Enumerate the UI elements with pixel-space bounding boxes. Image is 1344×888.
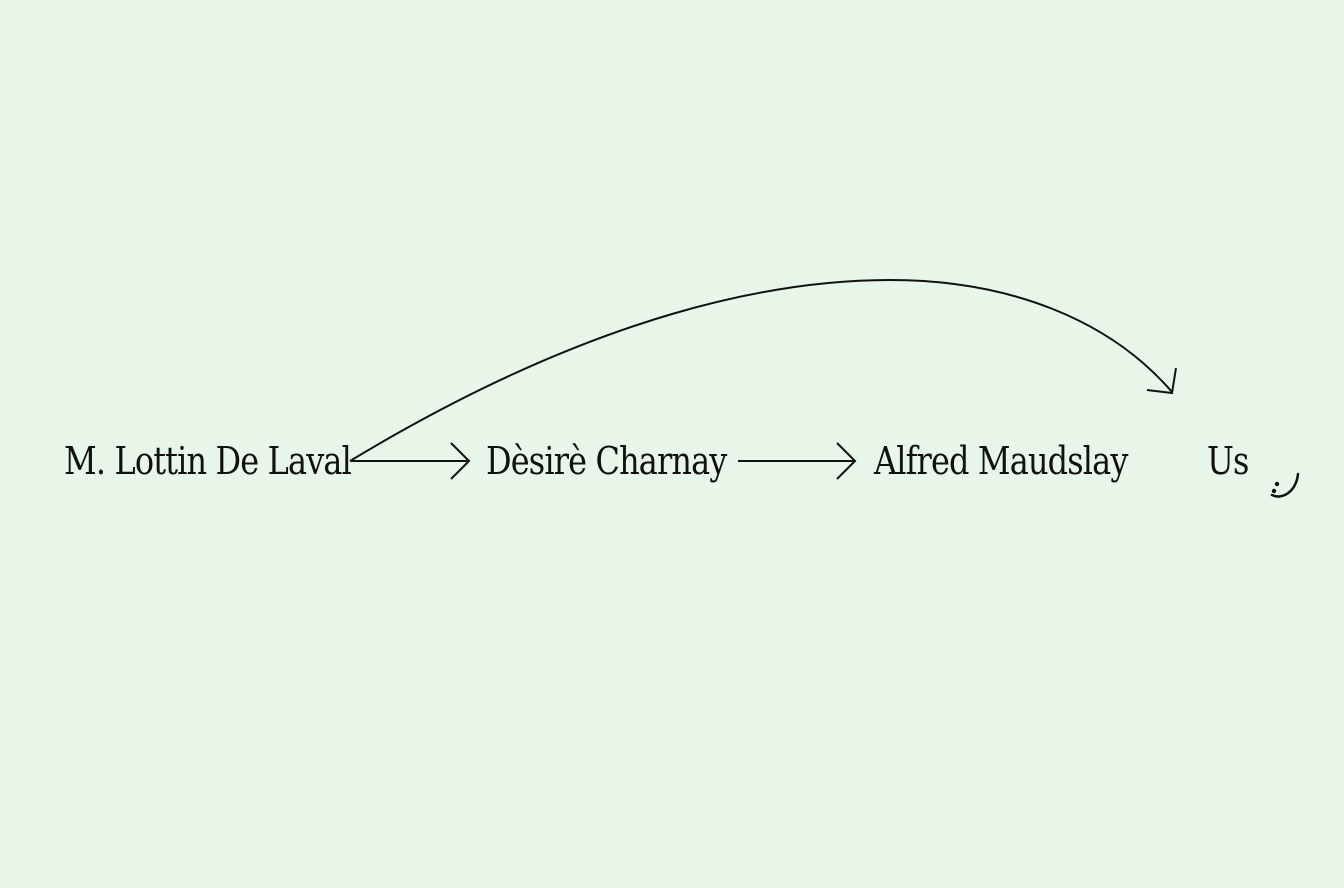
edge-lottin-to-us (349, 278, 1177, 462)
node-lottin-de-laval: M. Lottin De Laval (64, 439, 352, 483)
node-alfred-maudslay: Alfred Maudslay (874, 439, 1128, 483)
smiley-icon (1270, 472, 1300, 498)
node-us: Us (1207, 439, 1249, 483)
edge-lottin-to-charnay (350, 442, 471, 480)
node-desire-charnay: Dèsirè Charnay (486, 439, 727, 483)
edge-charnay-to-maudslay (738, 442, 857, 480)
